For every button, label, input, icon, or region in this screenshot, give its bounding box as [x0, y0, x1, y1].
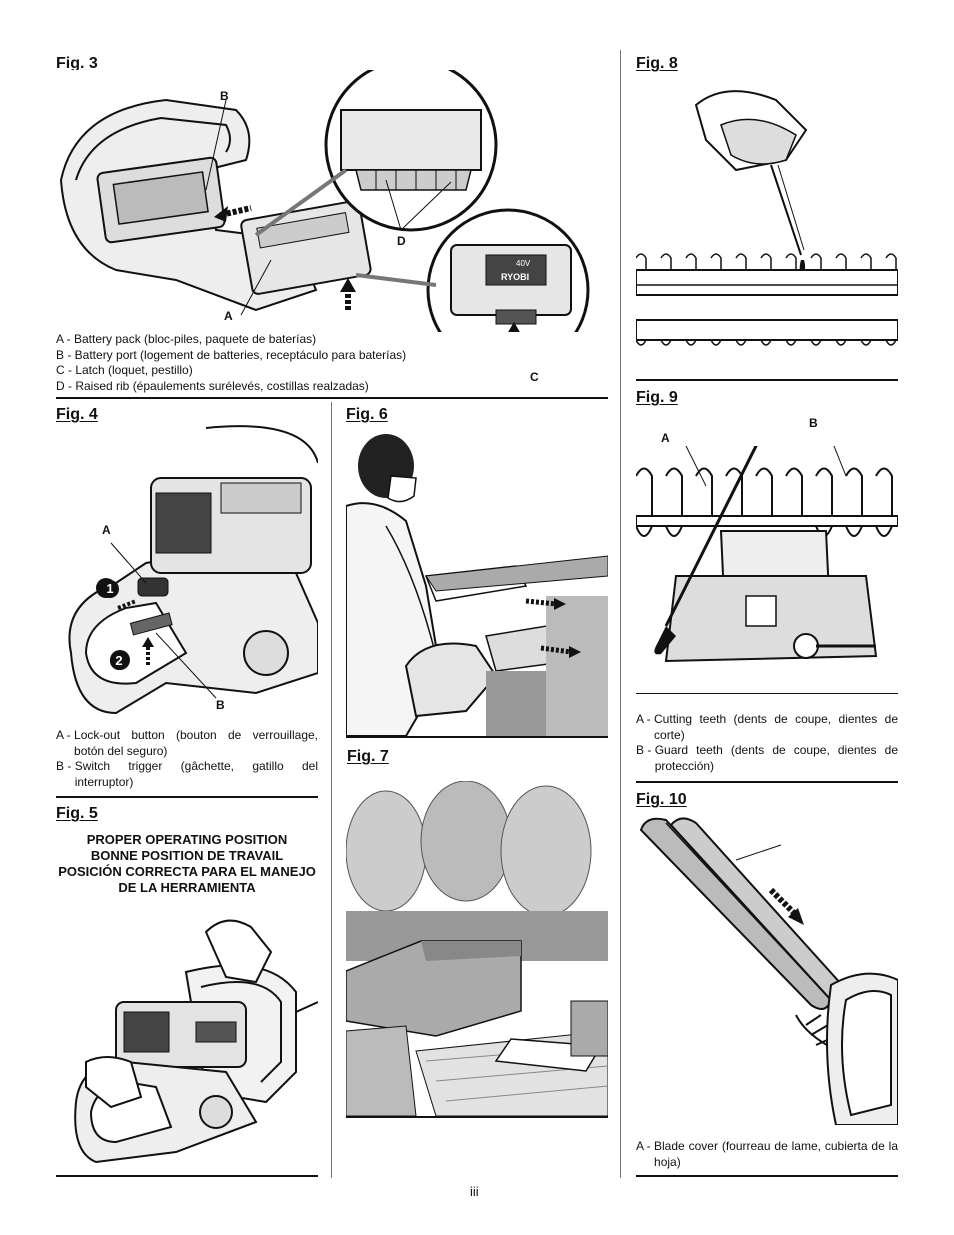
fig10-legend-a: A - Blade cover (fourreau de lame, cubie… — [636, 1139, 898, 1169]
fig4-illustration — [56, 423, 318, 723]
fig10-title: Fig. 10 — [636, 791, 687, 808]
fig3-battery-brand: RYOBI — [501, 272, 529, 282]
fig5-caption-line3: POSICIÓN CORRECTA PARA EL MANEJO — [58, 864, 316, 879]
fig9-bottom-rule — [636, 781, 898, 783]
fig7-illustration — [346, 781, 608, 1118]
fig3-callout-a: A — [224, 309, 233, 323]
fig7-title: Fig. 7 — [347, 748, 389, 765]
fig5-caption-line4: DE LA HERRAMIENTA — [118, 880, 256, 895]
fig3-callout-c: C — [530, 370, 539, 384]
sharpening-blade-in-vise-drawing — [636, 446, 898, 663]
fig3-legend-a: A - Battery pack (bloc-piles, paquete de… — [56, 332, 317, 346]
fig4-title: Fig. 4 — [56, 406, 98, 423]
fig3-legend-d: D - Raised rib (épaulements surélevés, c… — [56, 378, 369, 393]
fig3-illustration: 40V RYOBI — [56, 70, 608, 332]
column-divider-left — [331, 402, 332, 1178]
man-trimming-hedge-drawing — [346, 434, 608, 736]
fig4-step1-badge: 1 — [101, 580, 119, 598]
fig5-caption: PROPER OPERATING POSITION BONNE POSITION… — [56, 832, 318, 896]
fig10-illustration — [636, 815, 898, 1125]
page-number: iii — [470, 1184, 479, 1199]
fig8-illustration — [636, 80, 898, 370]
fig5-illustration — [56, 912, 318, 1170]
fig10-bottom-rule — [636, 1175, 898, 1177]
fig8-title: Fig. 8 — [636, 55, 678, 72]
fig8-bottom-rule — [636, 379, 898, 381]
fig9-title: Fig. 9 — [636, 389, 678, 406]
fig5-title: Fig. 5 — [56, 805, 98, 822]
fig3-callout-d: D — [397, 234, 406, 248]
trimmer-switch-trigger-drawing — [68, 425, 318, 715]
fig6-illustration — [346, 426, 608, 738]
fig4-legend-b: B - Switch trigger (gâchette, gatillo de… — [56, 759, 318, 789]
fig3-legend-c: C - Latch (loquet, pestillo) — [56, 363, 193, 377]
fig3-callout-b: B — [220, 89, 229, 103]
fig4-legend: A - Lock-out button (bouton de verrouill… — [56, 728, 318, 790]
fig3-title: Fig. 3 — [56, 55, 98, 72]
oiling-blade-drawing — [636, 90, 898, 346]
fig9-legend: A - Cutting teeth (dents de coupe, dient… — [636, 712, 898, 774]
fig9-separator-rule — [636, 693, 898, 694]
blade-cover-installation-drawing — [639, 817, 898, 1125]
fig5-bottom-rule — [56, 1175, 318, 1177]
fig5-caption-line2: BONNE POSITION DE TRAVAIL — [90, 848, 284, 863]
hedge-trimmer-battery-insert-drawing: 40V RYOBI — [59, 70, 590, 332]
fig3-battery-voltage: 40V — [516, 259, 531, 268]
fig4-step2-badge: 2 — [110, 652, 128, 670]
operating-position-hands-drawing — [74, 919, 318, 1164]
fig4-bottom-rule — [56, 796, 318, 798]
fig9-illustration — [636, 446, 898, 678]
fig4-legend-a: A - Lock-out button (bouton de verrouill… — [56, 728, 318, 758]
fig5-caption-line1: PROPER OPERATING POSITION — [86, 832, 288, 847]
fig10-legend: A - Blade cover (fourreau de lame, cubie… — [636, 1139, 898, 1170]
hedge-garden-scene-drawing — [346, 781, 608, 1116]
fig3-legend: A - Battery pack (bloc-piles, paquete de… — [56, 332, 526, 394]
fig9-legend-a: A - Cutting teeth (dents de coupe, dient… — [636, 712, 898, 742]
fig4-callout-b: B — [216, 698, 225, 712]
column-divider-right — [620, 50, 621, 1178]
fig9-callout-a: A — [661, 431, 670, 445]
fig3-bottom-rule — [56, 397, 608, 399]
fig6-title: Fig. 6 — [346, 406, 388, 423]
fig9-callout-b: B — [809, 416, 818, 430]
fig4-callout-a: A — [102, 523, 111, 537]
fig9-legend-b: B - Guard teeth (dents de coupe, dientes… — [636, 743, 898, 773]
fig3-legend-b: B - Battery port (logement de batteries,… — [56, 347, 407, 362]
